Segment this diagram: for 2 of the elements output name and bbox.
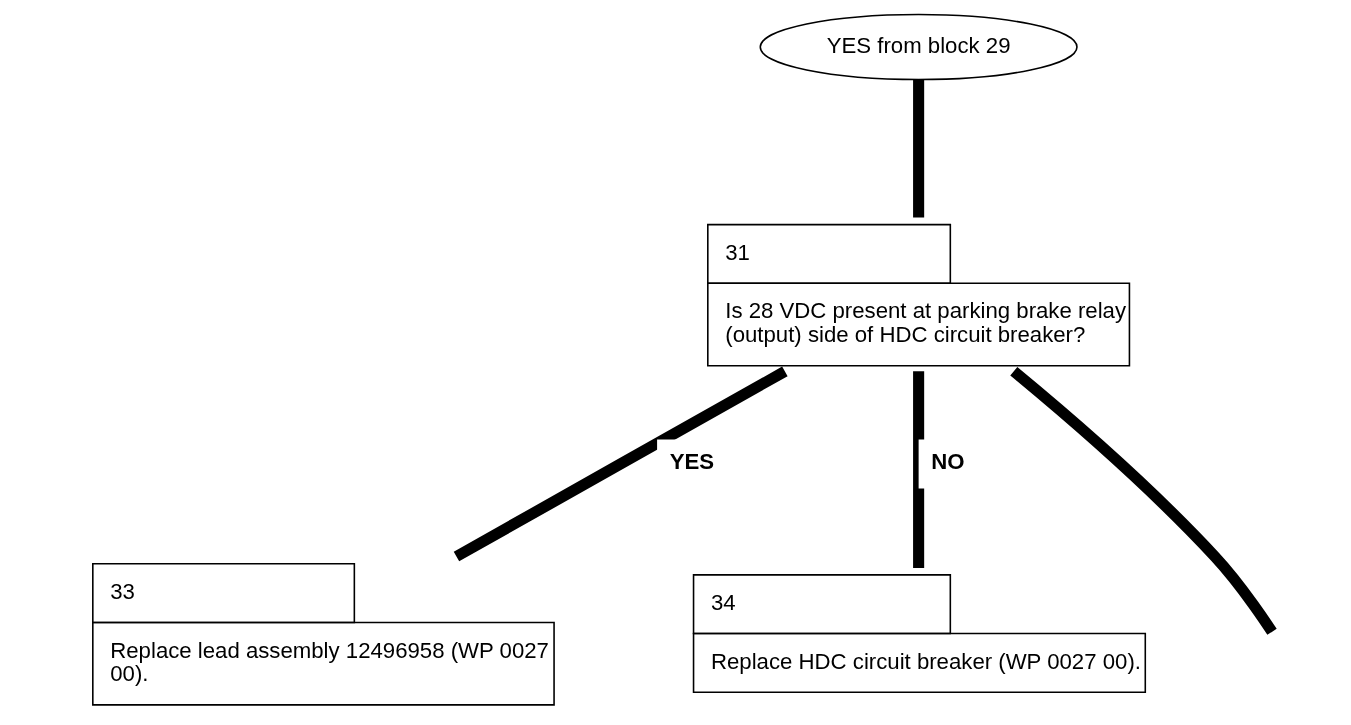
edge-label: NO bbox=[930, 449, 965, 475]
edge-label: YES bbox=[669, 449, 714, 475]
